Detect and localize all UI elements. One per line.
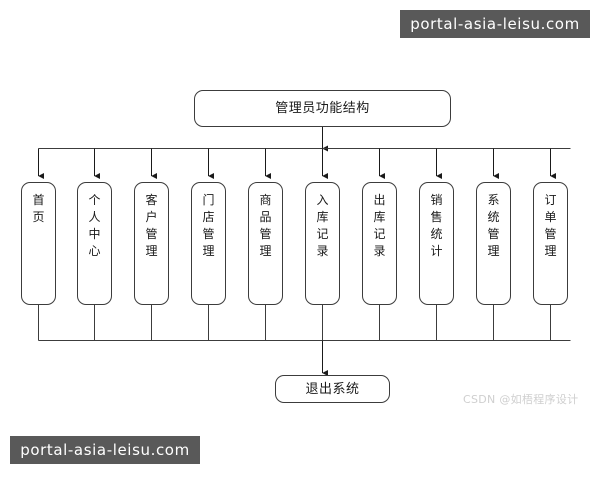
- root-node-admin-function-structure[interactable]: 管理员功能结构: [194, 90, 451, 127]
- leaf-node-inbound-records[interactable]: 入库记录: [305, 182, 340, 305]
- leaf-node-order-management[interactable]: 订单管理: [533, 182, 568, 305]
- leaf-node-home[interactable]: 首页: [21, 182, 56, 305]
- leaf-node-label: 系统管理: [487, 193, 500, 258]
- leaf-node-label: 出库记录: [373, 193, 386, 258]
- leaf-node-label: 商品管理: [259, 193, 272, 258]
- leaf-node-label: 门店管理: [202, 193, 215, 258]
- exit-node-logout[interactable]: 退出系统: [275, 375, 390, 403]
- watermark-top-text: portal-asia-leisu.com: [410, 15, 580, 33]
- leaf-node-label: 个人中心: [88, 193, 101, 258]
- leaf-node-system-management[interactable]: 系统管理: [476, 182, 511, 305]
- root-node-label: 管理员功能结构: [275, 101, 370, 116]
- leaf-node-label: 订单管理: [544, 193, 557, 258]
- leaf-node-personal-center[interactable]: 个人中心: [77, 182, 112, 305]
- leaf-node-label: 销售统计: [430, 193, 443, 258]
- leaf-node-store-management[interactable]: 门店管理: [191, 182, 226, 305]
- leaf-node-label: 入库记录: [316, 193, 329, 258]
- leaf-node-sales-statistics[interactable]: 销售统计: [419, 182, 454, 305]
- watermark-top: portal-asia-leisu.com: [400, 10, 590, 38]
- leaf-node-customer-management[interactable]: 客户管理: [134, 182, 169, 305]
- leaf-node-label: 首页: [32, 193, 45, 224]
- leaf-node-product-management[interactable]: 商品管理: [248, 182, 283, 305]
- watermark-bottom-text: portal-asia-leisu.com: [20, 441, 190, 459]
- exit-node-label: 退出系统: [305, 381, 360, 397]
- leaf-node-label: 客户管理: [145, 193, 158, 258]
- csdn-credit: CSDN @如梧程序设计: [463, 393, 579, 406]
- watermark-bottom: portal-asia-leisu.com: [10, 436, 200, 464]
- leaf-node-outbound-records[interactable]: 出库记录: [362, 182, 397, 305]
